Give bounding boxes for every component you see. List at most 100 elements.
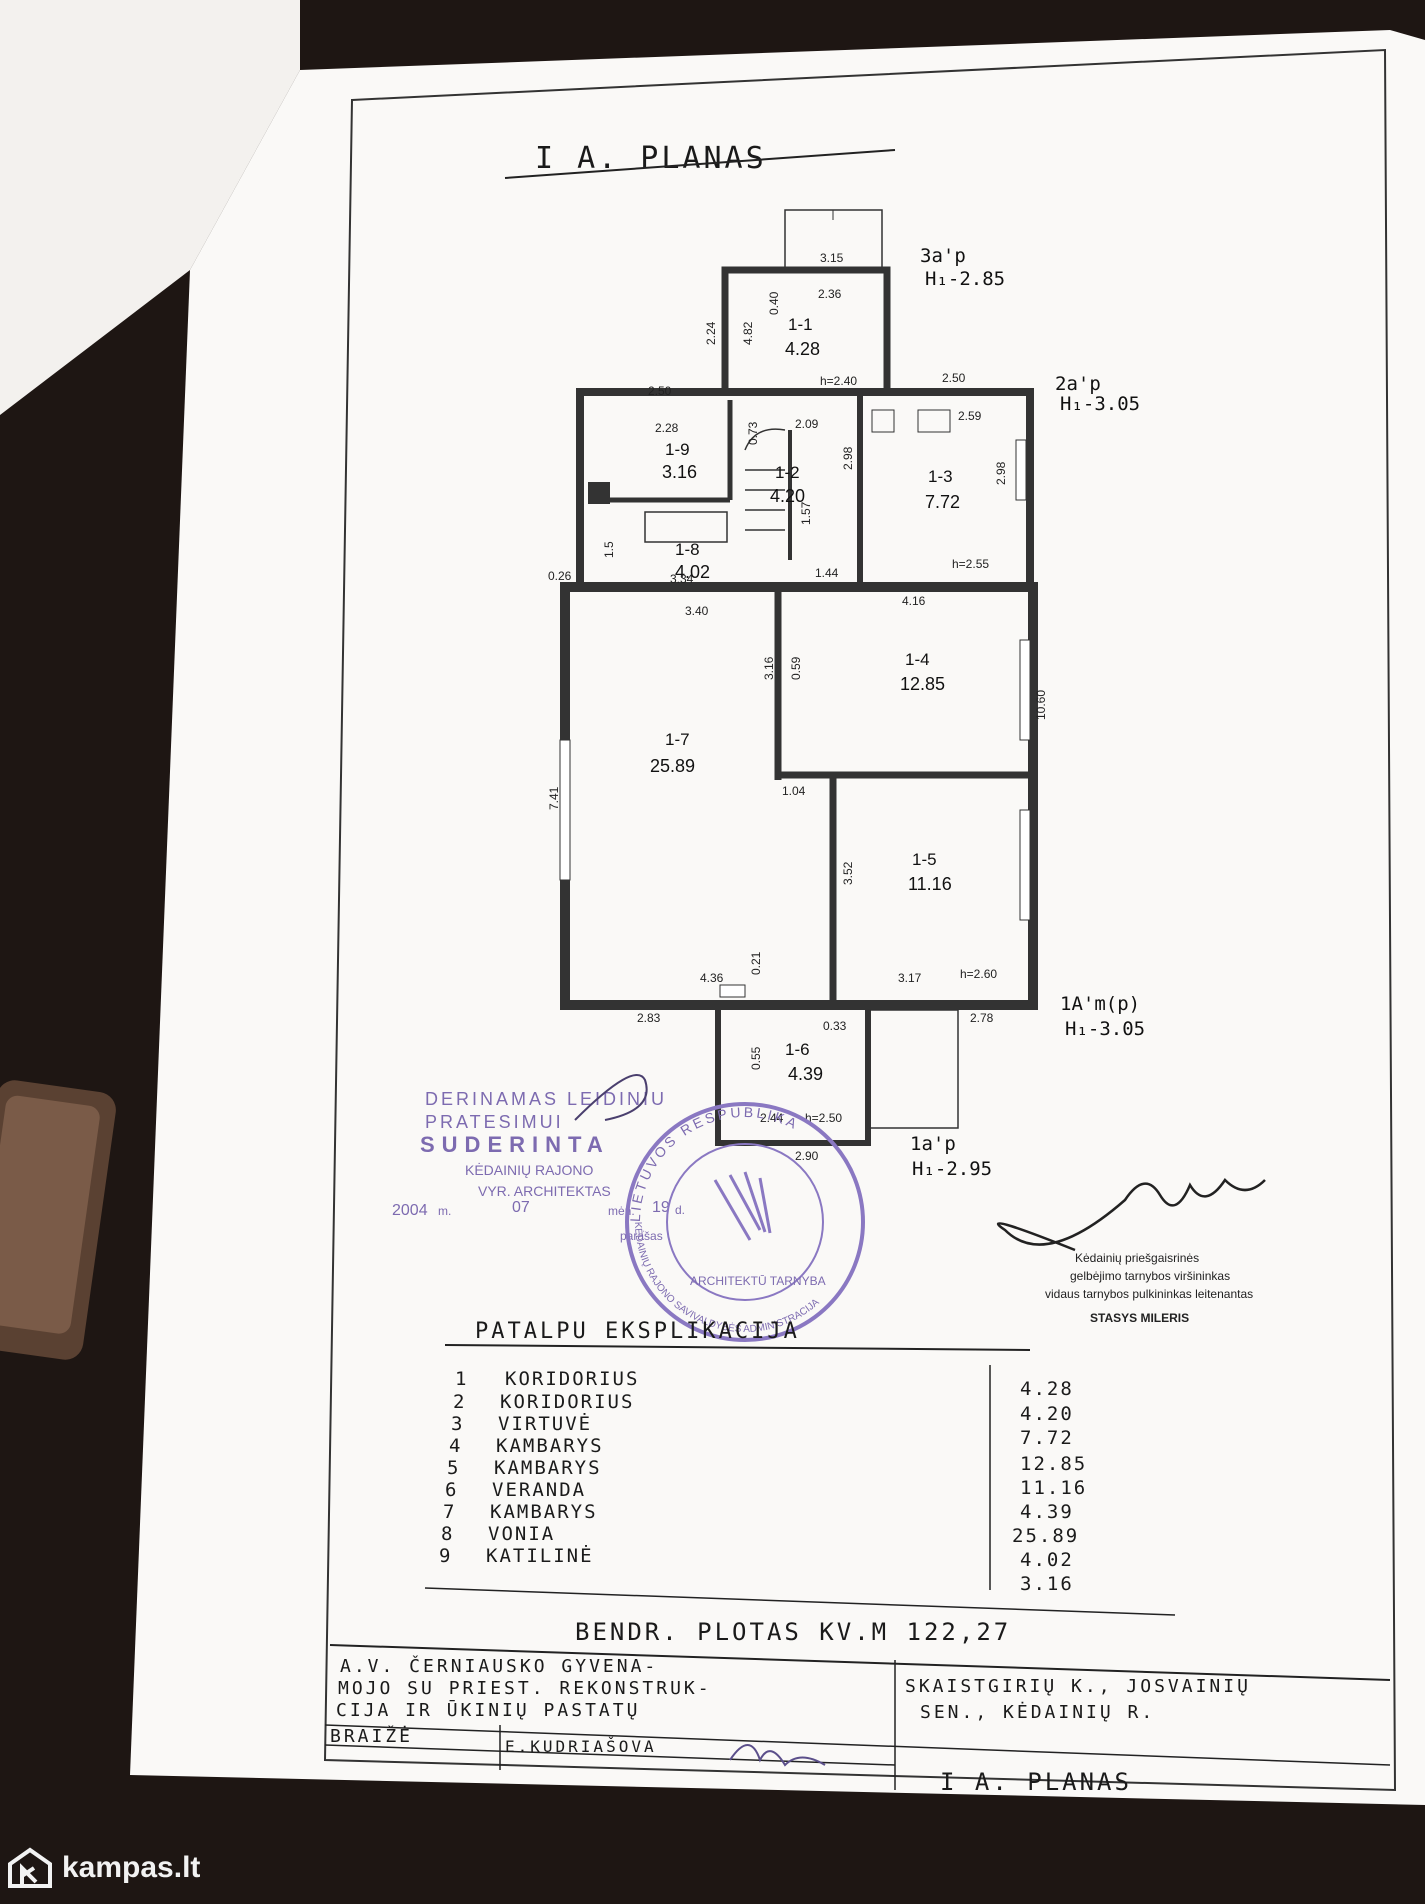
svg-text:1A'm(p): 1A'm(p) bbox=[1060, 993, 1140, 1015]
explication-table: PATALPU EKSPLIKACIJA 1 KORIDORIUS 2 KORI… bbox=[424, 1319, 1176, 1646]
room-id: 1-9 bbox=[665, 440, 690, 459]
room-id: 1-6 bbox=[785, 1040, 810, 1059]
room-id: 1-8 bbox=[675, 540, 700, 559]
svg-text:2.28: 2.28 bbox=[655, 421, 679, 435]
svg-text:2: 2 bbox=[453, 1391, 466, 1413]
svg-text:Kėdainių priešgaisrinės: Kėdainių priešgaisrinės bbox=[1075, 1251, 1199, 1265]
svg-text:h=2.60: h=2.60 bbox=[960, 967, 997, 981]
svg-text:H₁-3.05: H₁-3.05 bbox=[1060, 393, 1140, 415]
svg-text:h=2.50: h=2.50 bbox=[805, 1111, 842, 1125]
svg-text:12.85: 12.85 bbox=[1020, 1453, 1087, 1475]
total-area: BENDR. PLOTAS KV.M 122,27 bbox=[575, 1618, 1011, 1646]
room-labels: 1-1 4.28 1-2 4.20 1-3 7.72 1-4 12.85 1-5… bbox=[650, 315, 960, 1084]
room-id: 1-3 bbox=[928, 467, 953, 486]
svg-text:3.17: 3.17 bbox=[898, 971, 922, 985]
svg-text:3: 3 bbox=[451, 1413, 464, 1435]
fire-service-stamp: Kėdainių priešgaisrinės gelbėjimo tarnyb… bbox=[997, 1178, 1266, 1325]
room-area: 12.85 bbox=[900, 674, 945, 694]
svg-text:PRATESIMUI: PRATESIMUI bbox=[425, 1112, 564, 1132]
room-area: 4.02 bbox=[675, 562, 710, 582]
svg-text:2.59: 2.59 bbox=[958, 409, 982, 423]
room-area: 4.28 bbox=[785, 339, 820, 359]
svg-text:0.40: 0.40 bbox=[767, 291, 781, 315]
svg-text:1.5: 1.5 bbox=[602, 541, 616, 558]
svg-text:H₁-2.95: H₁-2.95 bbox=[912, 1158, 992, 1180]
svg-text:SEN., KĖDAINIŲ R.: SEN., KĖDAINIŲ R. bbox=[920, 1702, 1155, 1723]
svg-text:0.21: 0.21 bbox=[749, 951, 763, 975]
svg-text:KATILINĖ: KATILINĖ bbox=[486, 1544, 594, 1567]
svg-text:vidaus tarnybos pulkininkas le: vidaus tarnybos pulkininkas leitenantas bbox=[1045, 1287, 1253, 1301]
svg-text:7: 7 bbox=[443, 1501, 456, 1523]
svg-text:8: 8 bbox=[441, 1523, 454, 1545]
svg-text:4.28: 4.28 bbox=[1020, 1378, 1074, 1400]
svg-text:4.82: 4.82 bbox=[741, 321, 755, 345]
room-area: 3.16 bbox=[662, 462, 697, 482]
svg-text:2004: 2004 bbox=[392, 1202, 428, 1219]
title-block: A.V. ČERNIAUSKO GYVENA- MOJO SU PRIEST. … bbox=[324, 1644, 1391, 1796]
svg-text:VONIA: VONIA bbox=[488, 1523, 555, 1545]
svg-text:VYR. ARCHITEKTAS: VYR. ARCHITEKTAS bbox=[478, 1183, 611, 1199]
svg-text:2.78: 2.78 bbox=[970, 1011, 994, 1025]
approval-stamp: DERINAMAS LEIDINIU PRATESIMUI SUDERINTA … bbox=[392, 1074, 685, 1243]
svg-text:3.34: 3.34 bbox=[670, 572, 694, 586]
svg-text:4.02: 4.02 bbox=[1020, 1549, 1074, 1571]
svg-text:2.98: 2.98 bbox=[994, 461, 1008, 485]
room-id: 1-5 bbox=[912, 850, 937, 869]
svg-text:3.16: 3.16 bbox=[762, 656, 776, 680]
svg-text:ARCHITEKTŪ TARNYBA: ARCHITEKTŪ TARNYBA bbox=[690, 1274, 826, 1288]
svg-text:2a'p: 2a'p bbox=[1055, 373, 1101, 395]
svg-text:KAMBARYS: KAMBARYS bbox=[490, 1501, 598, 1523]
room-id: 1-4 bbox=[905, 650, 930, 669]
kampas-logo[interactable]: kampas.lt bbox=[6, 1846, 200, 1890]
height-labels: 3a'p H₁-2.85 2a'p H₁-3.05 1A'm(p) H₁-3.0… bbox=[910, 245, 1145, 1180]
svg-text:10.60: 10.60 bbox=[1034, 690, 1048, 720]
svg-text:1a'p: 1a'p bbox=[910, 1133, 956, 1155]
svg-text:parašas: parašas bbox=[620, 1229, 663, 1243]
svg-text:7.72: 7.72 bbox=[1020, 1427, 1074, 1449]
svg-text:m.: m. bbox=[438, 1204, 451, 1218]
svg-text:07: 07 bbox=[512, 1199, 530, 1216]
svg-text:0.26: 0.26 bbox=[548, 569, 572, 583]
svg-text:2.50: 2.50 bbox=[942, 371, 966, 385]
svg-text:5: 5 bbox=[447, 1457, 460, 1479]
svg-text:4.16: 4.16 bbox=[902, 594, 926, 608]
brand-name: kampas.lt bbox=[62, 1851, 201, 1884]
svg-text:STASYS MILERIS: STASYS MILERIS bbox=[1090, 1311, 1189, 1325]
svg-text:19: 19 bbox=[652, 1199, 670, 1216]
svg-text:I A. PLANAS: I A. PLANAS bbox=[940, 1768, 1132, 1796]
svg-text:2.83: 2.83 bbox=[637, 1011, 661, 1025]
svg-text:A.V. ČERNIAUSKO GYVENA-: A.V. ČERNIAUSKO GYVENA- bbox=[340, 1655, 658, 1677]
svg-text:3.16: 3.16 bbox=[1020, 1573, 1074, 1595]
svg-text:3a'p: 3a'p bbox=[920, 245, 966, 267]
svg-text:9: 9 bbox=[439, 1545, 452, 1567]
room-area: 4.20 bbox=[770, 486, 805, 506]
svg-text:4: 4 bbox=[449, 1435, 462, 1457]
svg-text:0.33: 0.33 bbox=[823, 1019, 847, 1033]
svg-text:CIJA IR ŪKINIŲ PASTATŲ: CIJA IR ŪKINIŲ PASTATŲ bbox=[336, 1699, 640, 1721]
room-area: 25.89 bbox=[650, 756, 695, 776]
dimension-labels: 3.15 2.36 4.82 0.40 2.24 h=2.40 2.50 2.5… bbox=[547, 251, 1048, 1163]
svg-text:1.44: 1.44 bbox=[815, 566, 839, 580]
paper-sheet bbox=[130, 30, 1425, 1805]
svg-text:2.24: 2.24 bbox=[704, 321, 718, 345]
plan-title: I A. PLANAS bbox=[535, 141, 767, 176]
svg-text:7.41: 7.41 bbox=[547, 786, 561, 810]
envelope-sheet bbox=[0, 0, 300, 415]
svg-text:0.55: 0.55 bbox=[749, 1046, 763, 1070]
svg-text:2.98: 2.98 bbox=[841, 446, 855, 470]
svg-text:KORIDORIUS: KORIDORIUS bbox=[500, 1391, 634, 1413]
room-id: 1-1 bbox=[788, 315, 813, 334]
svg-text:0.73: 0.73 bbox=[746, 421, 760, 445]
svg-text:4.39: 4.39 bbox=[1020, 1501, 1074, 1523]
sheet-frame bbox=[323, 48, 1397, 1792]
svg-text:SUDERINTA: SUDERINTA bbox=[420, 1132, 610, 1157]
svg-text:3.15: 3.15 bbox=[820, 251, 844, 265]
floor-plan bbox=[559, 209, 1038, 1146]
svg-text:2.90: 2.90 bbox=[795, 1149, 819, 1163]
svg-text:KAMBARYS: KAMBARYS bbox=[494, 1457, 602, 1479]
room-area: 11.16 bbox=[908, 874, 952, 894]
svg-text:4.36: 4.36 bbox=[700, 971, 724, 985]
room-area: 7.72 bbox=[925, 492, 960, 512]
svg-text:KAMBARYS: KAMBARYS bbox=[496, 1435, 604, 1457]
